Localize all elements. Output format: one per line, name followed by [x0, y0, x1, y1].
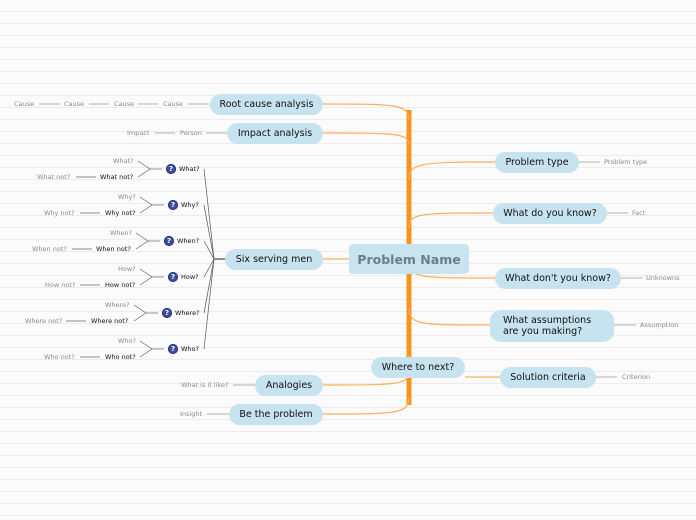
six-men-how-not[interactable]: How not?	[105, 281, 136, 289]
six-men-how-not-muted[interactable]: How not?	[45, 281, 76, 289]
detail-cause-1[interactable]: Cause	[163, 100, 184, 108]
six-men-how-muted[interactable]: How?	[118, 265, 136, 273]
six-men-where-not-muted[interactable]: Where not?	[25, 317, 63, 325]
detail-criterion[interactable]: Criterion	[622, 373, 651, 381]
topic-where-to-next[interactable]: Where to next?	[371, 357, 465, 378]
assumptions-line-2: are you making?	[503, 326, 583, 337]
six-men-what[interactable]: What?	[179, 165, 200, 173]
detail-cause-3[interactable]: Cause	[64, 100, 85, 108]
detail-what-is-it-like[interactable]: What is it like?	[181, 381, 229, 389]
six-men-what-not[interactable]: What not?	[100, 173, 134, 181]
six-men-when-not-muted[interactable]: When not?	[32, 245, 67, 253]
topic-what-dont-you-know[interactable]: What don't you know?	[495, 268, 621, 289]
topic-impact-analysis[interactable]: Impact analysis	[227, 123, 323, 144]
question-icon: ?	[168, 344, 178, 354]
question-icon: ?	[168, 200, 178, 210]
topic-what-do-you-know[interactable]: What do you know?	[493, 203, 607, 224]
question-icon: ?	[166, 164, 176, 174]
detail-insight[interactable]: Insight	[180, 410, 203, 418]
six-men-what-muted[interactable]: What?	[113, 157, 134, 165]
six-men-what-not-muted[interactable]: What not?	[37, 173, 71, 181]
six-men-where-not[interactable]: Where not?	[91, 317, 129, 325]
topic-root-cause-analysis[interactable]: Root cause analysis	[210, 94, 323, 115]
topic-problem-type[interactable]: Problem type	[495, 152, 579, 173]
six-men-who-not[interactable]: Who not?	[105, 353, 136, 361]
detail-cause-2[interactable]: Cause	[114, 100, 135, 108]
detail-person[interactable]: Person	[180, 129, 202, 137]
detail-unknowns[interactable]: Unknowns	[646, 274, 680, 282]
detail-fact[interactable]: Fact	[632, 209, 646, 217]
six-men-where[interactable]: Where?	[175, 309, 200, 317]
detail-impact[interactable]: Impact	[127, 129, 150, 137]
six-men-who-muted[interactable]: Who?	[118, 337, 136, 345]
six-men-why-not-muted[interactable]: Why not?	[44, 209, 75, 217]
question-icon: ?	[162, 308, 172, 318]
six-men-why[interactable]: Why?	[181, 201, 199, 209]
assumptions-line-1: What assumptions	[503, 315, 592, 326]
topic-what-assumptions[interactable]: What assumptions are you making?	[490, 310, 614, 342]
detail-assumption[interactable]: Assumption	[640, 321, 679, 329]
six-men-when[interactable]: When?	[177, 237, 200, 245]
question-icon: ?	[168, 272, 178, 282]
topic-analogies[interactable]: Analogies	[255, 375, 323, 396]
detail-problem-type[interactable]: Problem type	[604, 158, 648, 166]
central-topic[interactable]: Problem Name	[349, 244, 469, 274]
six-men-how[interactable]: How?	[181, 273, 199, 281]
six-men-who-not-muted[interactable]: Who not?	[44, 353, 75, 361]
six-men-who[interactable]: Who?	[181, 345, 199, 353]
six-men-why-not[interactable]: Why not?	[105, 209, 136, 217]
six-men-where-muted[interactable]: Where?	[105, 301, 130, 309]
topic-six-serving-men[interactable]: Six serving men	[225, 249, 323, 270]
question-icon: ?	[164, 236, 174, 246]
detail-cause-4[interactable]: Cause	[14, 100, 35, 108]
six-men-when-muted[interactable]: When?	[110, 229, 133, 237]
topic-be-the-problem[interactable]: Be the problem	[229, 404, 323, 425]
six-men-when-not[interactable]: When not?	[96, 245, 131, 253]
topic-solution-criteria[interactable]: Solution criteria	[500, 367, 596, 388]
six-men-why-muted[interactable]: Why?	[118, 193, 136, 201]
